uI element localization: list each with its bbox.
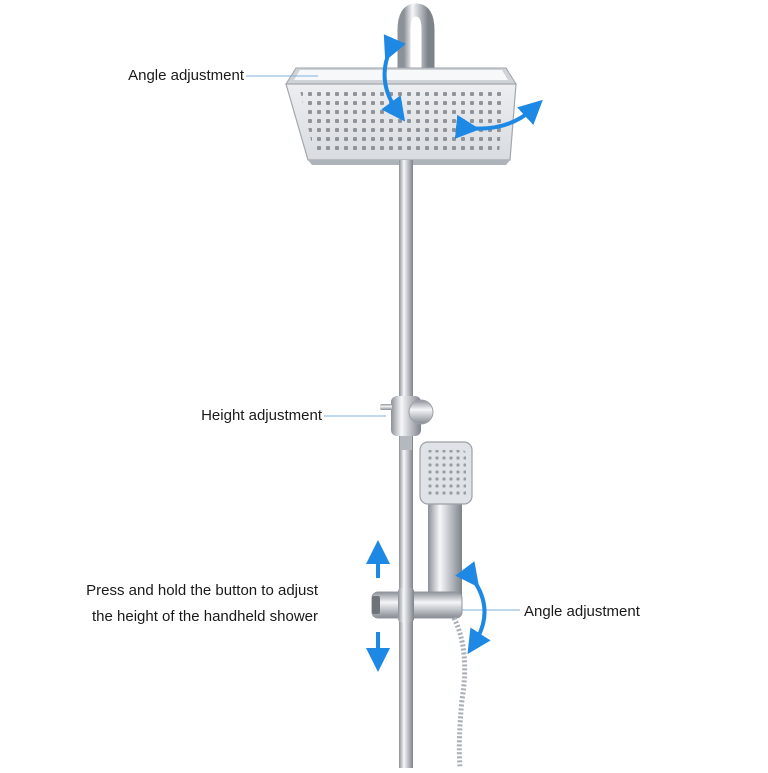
slider-bracket [371, 588, 463, 622]
rotate-arrow-vertical [381, 34, 406, 122]
label-height-adjustment: Height adjustment [201, 407, 322, 424]
height-adjustment-clamp [380, 396, 434, 436]
label-angle-adjustment-top: Angle adjustment [128, 67, 244, 84]
label-press-line-2: the height of the handheld shower [91, 608, 318, 625]
rotate-arrow-horizontal [454, 99, 543, 139]
riser-pipe [399, 160, 413, 768]
rotate-arrow-handheld [455, 561, 491, 655]
gooseneck-arm [397, 3, 435, 160]
label-press-line-1: Press and hold the button to adjust [86, 582, 318, 599]
label-press-hold-instructions: Press and hold the button to adjust the … [20, 578, 318, 630]
rain-shower-head [285, 67, 517, 165]
diverter-joint [400, 436, 412, 450]
handheld-shower [419, 441, 473, 606]
flexible-hose [451, 616, 468, 769]
label-angle-adjustment-bottom: Angle adjustment [524, 603, 640, 620]
slider-button [372, 596, 380, 614]
